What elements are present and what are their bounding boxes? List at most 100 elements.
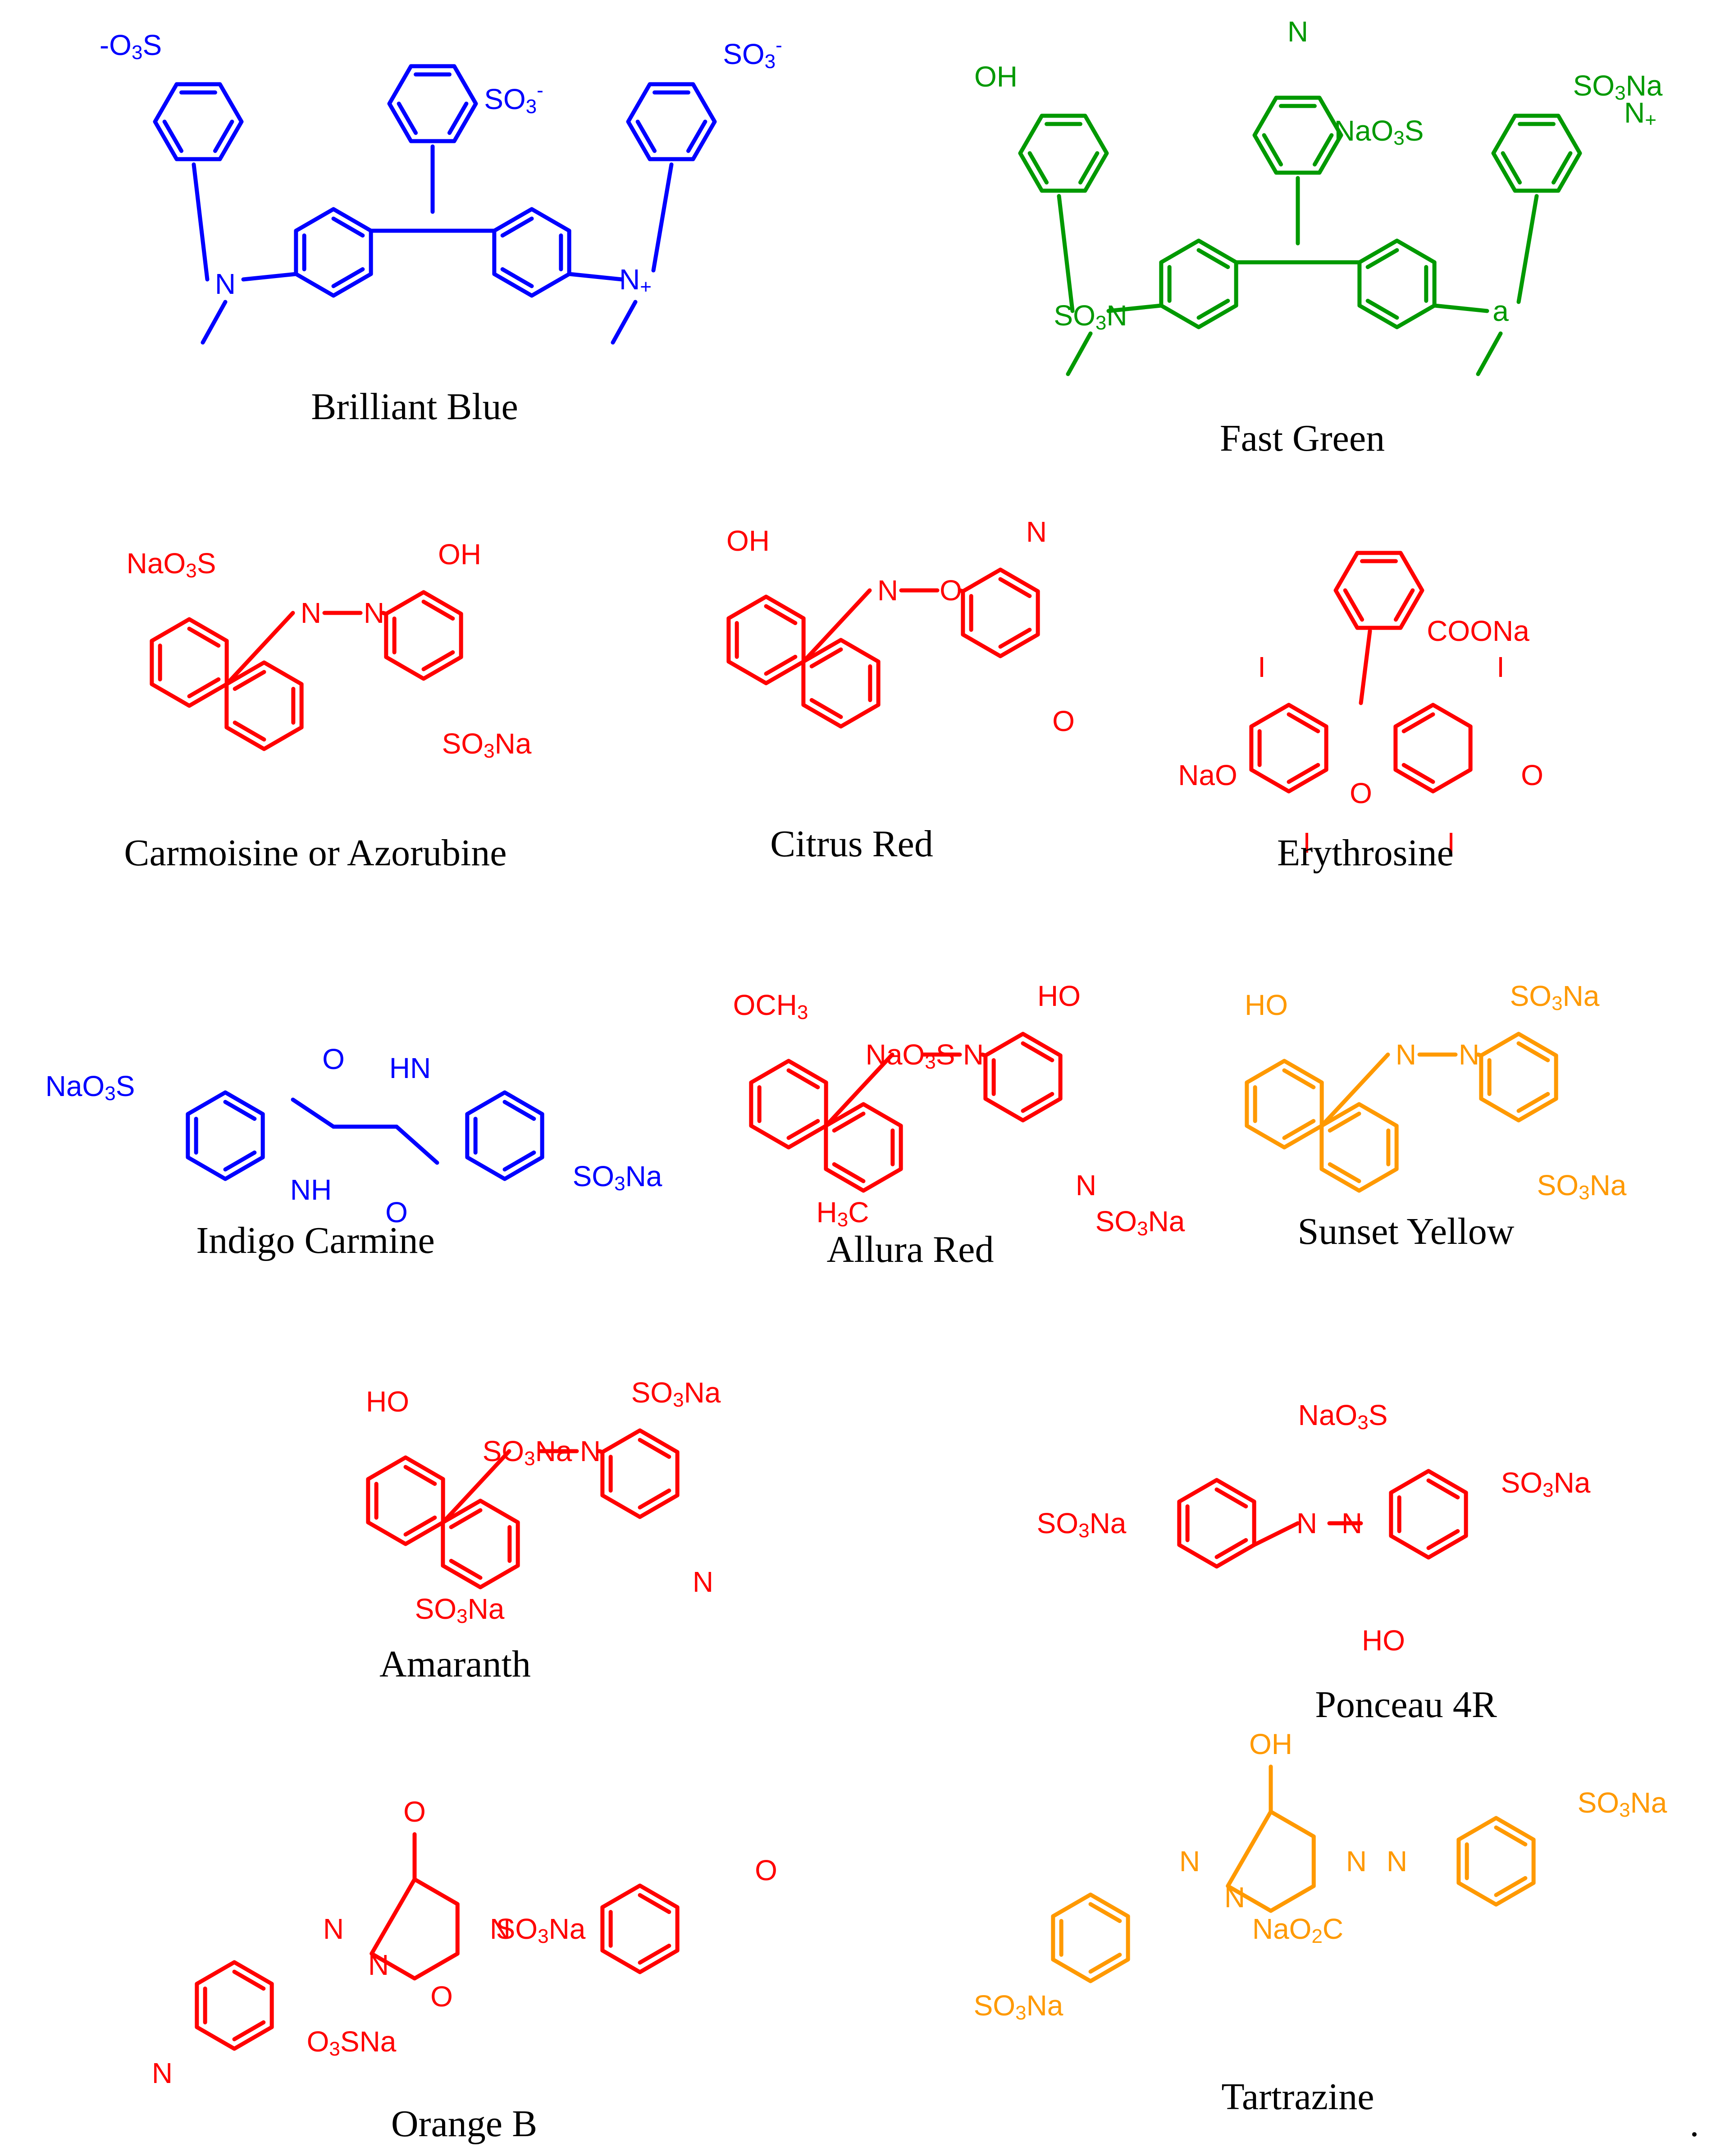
double-bond	[638, 1943, 671, 1965]
double-bond	[1551, 151, 1573, 185]
double-bond	[764, 604, 798, 626]
atom-label: NH	[290, 1174, 332, 1206]
double-bond	[421, 650, 455, 671]
double-bond	[638, 1893, 671, 1914]
double-bond	[397, 101, 418, 135]
atom-label: HO	[366, 1385, 409, 1418]
double-bond	[1214, 1487, 1248, 1509]
double-bond	[832, 1111, 866, 1133]
ring-bond	[1245, 1059, 1324, 1150]
compound-name-erythrosine: Erythrosine	[1277, 832, 1454, 874]
ring-bond	[492, 207, 571, 298]
atom-label: N	[963, 1038, 984, 1071]
ring-bond	[1177, 1478, 1256, 1569]
atom-label: N	[1224, 1881, 1245, 1914]
single-bond	[1476, 331, 1503, 376]
double-bond	[686, 119, 707, 153]
double-bond	[1516, 1092, 1550, 1113]
atom-label: SO3-	[484, 79, 543, 118]
ring-bond	[961, 567, 1040, 658]
atom-label: N+	[1624, 96, 1657, 131]
compound-name-fast-green: Fast Green	[1220, 417, 1385, 459]
double-bond	[1021, 1092, 1054, 1113]
ring-bond	[1491, 114, 1582, 193]
atom-label: SO3Na	[442, 727, 532, 762]
single-bond	[192, 162, 210, 282]
ring-bond	[600, 1883, 680, 1974]
double-bond	[786, 1119, 820, 1140]
atom-label: I	[1303, 827, 1311, 859]
ring-bond	[387, 64, 478, 143]
single-bond	[567, 272, 624, 282]
atom-label: NaO	[1178, 759, 1237, 791]
double-bond	[1027, 151, 1049, 185]
double-bond	[1426, 1478, 1460, 1500]
ring-bond	[1333, 551, 1424, 630]
atom-label: I	[1258, 651, 1266, 683]
ring-bond	[1051, 1892, 1130, 1983]
compound-name-amaranth: Amaranth	[379, 1643, 531, 1685]
atom-label: N	[1346, 1845, 1367, 1877]
double-bond	[786, 1068, 820, 1090]
double-bond	[1196, 248, 1230, 270]
double-bond	[449, 1558, 483, 1580]
atom-label: OH	[438, 538, 481, 571]
double-bond	[1088, 1902, 1122, 1923]
atom-label: I	[1497, 651, 1505, 683]
atom-label: O	[1350, 777, 1372, 809]
ring-bond	[1389, 1469, 1468, 1560]
atom-label: N	[368, 1949, 389, 1981]
atom-label: N	[1287, 15, 1308, 48]
ring-bond	[366, 1455, 445, 1546]
atom-label: NaO3S	[866, 1038, 955, 1073]
single-bond	[241, 272, 298, 282]
double-bond	[1312, 133, 1334, 167]
atom-label: N	[1396, 1038, 1416, 1071]
double-bond	[502, 1100, 536, 1121]
double-bond	[1328, 1111, 1361, 1133]
double-bond	[1501, 151, 1522, 185]
atom-label: O	[940, 574, 962, 607]
single-bond	[224, 611, 295, 686]
compound-name-carmoisine-or-azorubine: Carmoisine or Azorubine	[124, 832, 507, 874]
double-bond	[1365, 298, 1399, 320]
single-bond	[394, 1124, 439, 1165]
single-bond	[597, 1449, 605, 1454]
atom-label: OH	[974, 60, 1018, 93]
compound-name-brilliant-blue: Brilliant Blue	[311, 386, 518, 428]
atom-label: COONa	[1427, 615, 1529, 647]
atom-label: SO3Na	[1037, 1507, 1127, 1542]
atom-label: N	[1026, 516, 1047, 548]
atom-label: SO3Na	[1537, 1169, 1627, 1204]
compound-name-allura-red: Allura Red	[827, 1229, 994, 1270]
double-bond	[232, 1969, 266, 1991]
single-bond	[1359, 629, 1372, 705]
atom-label: N	[152, 2057, 173, 2089]
atom-label: SO3Na	[415, 1593, 505, 1627]
double-bond	[1078, 151, 1100, 185]
double-bond	[638, 1488, 671, 1510]
double-bond	[638, 1438, 671, 1459]
double-bond	[635, 119, 657, 153]
ring-bond	[224, 660, 304, 751]
ring-bond	[600, 1428, 680, 1519]
atom-label: HN	[389, 1052, 431, 1084]
ring-bond	[1393, 703, 1473, 794]
atom-label: N	[323, 1913, 344, 1945]
atom-label: N	[1342, 1507, 1362, 1539]
atom-label: SO3N	[1054, 299, 1127, 334]
atom-label: N	[215, 268, 236, 300]
double-bond	[1516, 1041, 1550, 1063]
atom-label: H3C	[817, 1196, 869, 1231]
ring-bond	[726, 594, 806, 685]
ring-bond	[195, 1960, 274, 2051]
single-bond	[441, 1449, 511, 1525]
atom-label: NaO3S	[1334, 114, 1424, 149]
atom-label: SO3Na	[573, 1160, 662, 1195]
ring-bond	[153, 82, 244, 161]
